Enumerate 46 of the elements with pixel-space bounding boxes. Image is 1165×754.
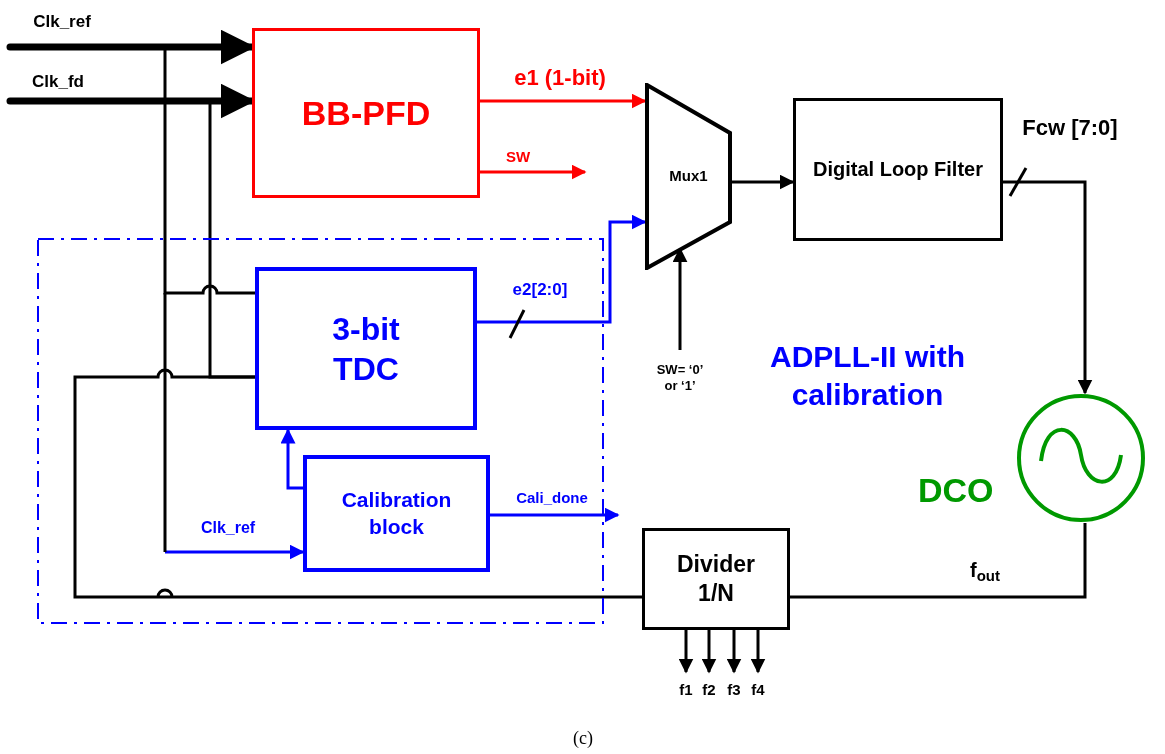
caption: (c) — [573, 726, 593, 750]
edge-label: f$_{out}$ — [970, 557, 1000, 583]
block-label: BB-PFD — [301, 92, 431, 134]
block-label: Calibration block — [340, 487, 453, 540]
wire — [73, 368, 642, 599]
edge-label: f3 — [727, 680, 741, 700]
block-label: Mux1 — [669, 167, 708, 186]
arrow — [750, 630, 766, 674]
edge-label: Clk_ref — [200, 518, 256, 538]
block — [255, 267, 477, 430]
edge-label: SW= ‘0’ or ‘1’ — [655, 361, 705, 395]
annotation-text: ADPLL-II with calibration — [769, 339, 966, 413]
edge-label: Cali_done — [516, 488, 588, 508]
edge-label: Clk_fd — [32, 71, 84, 93]
edge-label: f1 — [679, 680, 693, 700]
block-label: Divider 1/N — [676, 550, 756, 608]
block-label: Digital Loop Filter — [813, 157, 983, 182]
edge-label: f2 — [702, 680, 716, 700]
dash-dot-group-box — [37, 238, 604, 624]
arrow — [165, 544, 305, 560]
arrow — [490, 507, 620, 523]
arrow — [678, 630, 694, 674]
edge-label: Clk_ref — [33, 11, 91, 33]
block — [252, 28, 480, 198]
wire — [208, 101, 255, 379]
arrow — [1003, 180, 1093, 395]
wire — [163, 47, 255, 295]
edge-label: e1 (1-bit) — [514, 64, 606, 92]
block — [303, 455, 490, 572]
multiplexer-block — [645, 83, 732, 270]
edge-label: e2[2:0] — [512, 279, 568, 301]
arrow — [732, 174, 795, 190]
arrow — [280, 428, 303, 490]
arrow — [480, 93, 647, 109]
arrow — [701, 630, 717, 674]
arrow — [480, 164, 587, 180]
block-label: 3-bit TDC — [331, 309, 401, 389]
edge-label: Fcw [7:0] — [1022, 114, 1118, 142]
arrow — [477, 214, 647, 324]
block-label: DCO — [918, 469, 994, 511]
block — [642, 528, 790, 630]
arrow — [726, 630, 742, 674]
block — [793, 98, 1003, 241]
edge-label: f4 — [751, 680, 765, 700]
wire — [790, 523, 1087, 599]
edge-label: SW — [505, 147, 531, 167]
